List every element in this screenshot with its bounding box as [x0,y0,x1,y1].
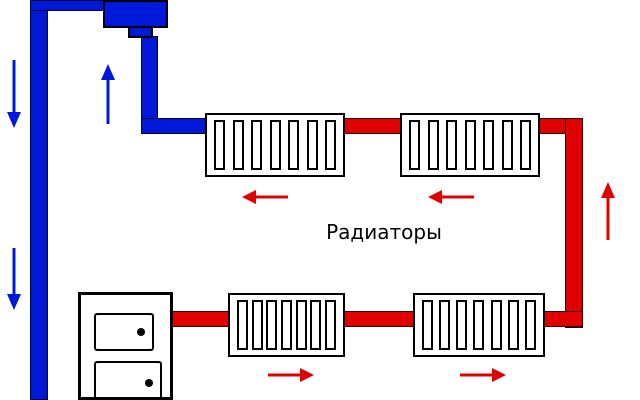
radiator-fin [325,120,336,170]
bottom-row-connector-pipe [340,311,418,327]
down-arrow-icon [7,60,21,128]
radiator-fin [214,120,225,170]
radiator-fin [464,120,476,170]
radiator-bottom-left [228,293,345,357]
radiator-fin [409,120,420,170]
radiator-fin [310,300,322,350]
radiator-fin [446,120,457,170]
down-arrow-icon [7,248,21,310]
up-arrow-icon [101,64,115,124]
boiler-panel-bottom [94,361,162,397]
radiator-fin [507,300,519,350]
radiator-fin [251,120,262,170]
left-vertical-blue-pipe [30,0,48,400]
radiator-bottom-right [413,293,545,357]
expansion-tank-neck [128,26,153,38]
radiator-fin [280,300,292,350]
radiator-top-right [400,113,540,177]
top-row-connector-pipe [340,118,405,134]
radiator-fin [269,120,281,170]
right-arrow-icon [268,368,314,382]
radiator-fin [483,120,494,170]
left-arrow-icon [428,190,474,204]
up-arrow-icon [601,182,615,240]
boiler-knob-top [137,328,145,336]
left-arrow-icon [242,190,288,204]
right-vertical-red-riser [565,118,583,328]
radiator-fin [501,120,513,170]
radiator-top-left [205,113,345,177]
radiator-fin [306,120,318,170]
boiler-to-bottom-row-pipe [168,311,234,327]
diagram-title: Радиаторы [326,220,442,244]
radiator-fin [456,300,468,350]
radiator-fin [288,120,299,170]
top-horizontal-blue-pipe [30,0,110,11]
radiator-fin [439,300,451,350]
riser-to-bottom-row-pipe [540,311,583,327]
radiator-fin [473,300,485,350]
radiator-fin [490,300,502,350]
radiator-fin [524,300,536,350]
expansion-tank [103,0,168,28]
right-arrow-icon [460,368,506,382]
radiator-fin [295,300,307,350]
radiator-fin [266,300,278,350]
radiator-fin [324,300,336,350]
radiator-fin [251,300,263,350]
radiator-fin [422,300,433,350]
radiator-fin [237,300,248,350]
radiator-fin [520,120,531,170]
radiator-fin [427,120,439,170]
boiler-knob-bottom [145,379,153,387]
boiler-panel-top [94,313,154,351]
boiler [78,292,173,400]
radiator-fin [232,120,244,170]
elbow-blue-pipe [141,118,211,134]
